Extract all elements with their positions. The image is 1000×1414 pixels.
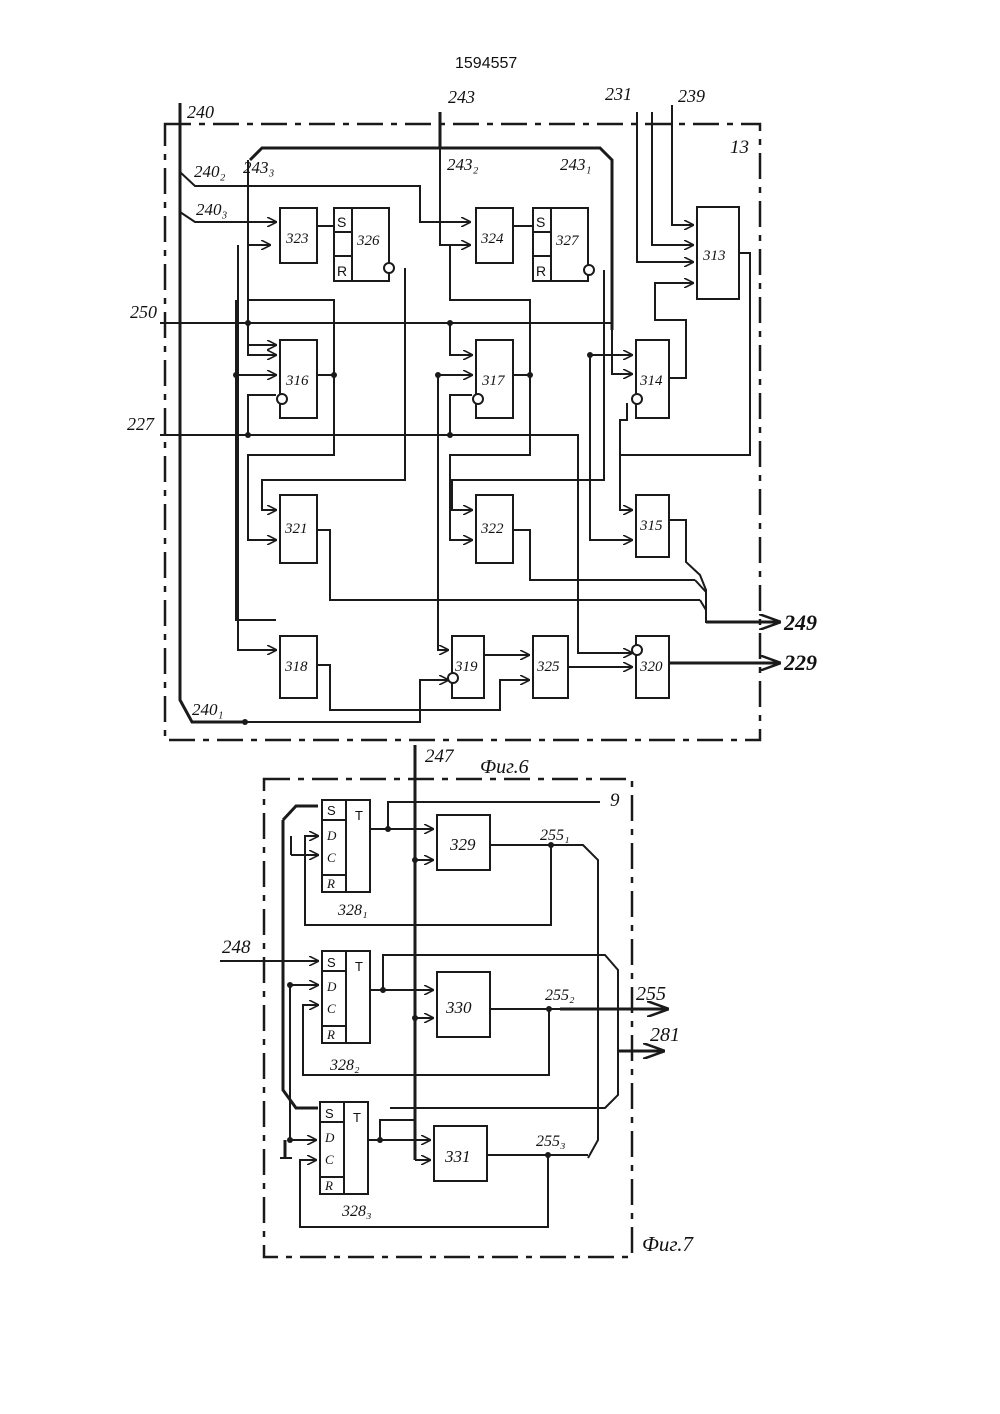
bus-243-3-label: 243₃	[243, 158, 275, 177]
pin-r: R	[326, 1027, 335, 1042]
trigger-328-2-label: 328₂	[329, 1057, 360, 1074]
element-322-label: 322	[480, 521, 504, 537]
element-316-label: 316	[285, 373, 309, 389]
element-314-label: 314	[639, 373, 663, 389]
net-255-1-label: 255₁	[540, 827, 570, 844]
pin-s: S	[327, 803, 336, 818]
bus-240-2-label: 240₂	[194, 162, 226, 181]
element-325-label: 325	[536, 659, 560, 675]
pin-r: R	[324, 1178, 333, 1193]
bus-239-label: 239	[678, 86, 705, 106]
line-227	[160, 435, 632, 653]
element-317-label: 317	[481, 373, 506, 389]
element-321-label: 321	[284, 521, 308, 537]
pin-t: T	[355, 959, 363, 974]
line-250-label: 250	[130, 302, 157, 322]
pin-s: S	[327, 955, 336, 970]
input-248-label: 248	[222, 937, 251, 958]
element-320-label: 320	[639, 659, 663, 675]
trigger-326-s: S	[337, 214, 346, 230]
block-13-label: 13	[730, 137, 749, 158]
pin-s: S	[325, 1106, 334, 1121]
trigger-327-r: R	[536, 263, 546, 279]
pin-t: T	[353, 1110, 361, 1125]
pin-d: D	[326, 979, 337, 994]
pin-t: T	[355, 808, 363, 823]
element-330-label: 330	[445, 998, 472, 1017]
element-318-label: 318	[284, 659, 308, 675]
pin-d: D	[326, 828, 337, 843]
trigger-328-1: S T D C R	[322, 800, 370, 892]
element-329-label: 329	[449, 835, 476, 854]
trigger-328-3: S T D C R	[320, 1102, 368, 1194]
element-324-label: 324	[480, 231, 504, 247]
bus-231-a	[637, 112, 693, 262]
bus-240-3	[180, 212, 276, 222]
trigger-327-s: S	[536, 214, 545, 230]
net-255-3-label: 255₃	[536, 1133, 566, 1150]
trigger-328-3-label: 328₃	[341, 1203, 372, 1220]
trigger-327-label: 327	[555, 233, 580, 249]
block-9-label: 9	[610, 790, 620, 811]
pin-c: C	[327, 850, 336, 865]
figure-6-caption: Фиг.6	[480, 756, 529, 778]
element-319-label: 319	[454, 659, 478, 675]
trigger-326-r: R	[337, 263, 347, 279]
pin-c: C	[327, 1001, 336, 1016]
patent-number: 1594557	[455, 55, 517, 72]
trigger-328-2: S T D C R	[322, 951, 370, 1043]
bus-240-label: 240	[187, 102, 214, 122]
bus-240-3-label: 240₃	[196, 200, 228, 219]
trigger-328-1-label: 328₁	[337, 902, 368, 919]
bus-243-1-label: 243₁	[560, 155, 591, 174]
pin-r: R	[326, 876, 335, 891]
bus-240-1-label: 240₁	[192, 700, 223, 719]
line-227-label: 227	[127, 414, 155, 434]
element-313-label: 313	[702, 248, 726, 264]
element-323-label: 323	[285, 231, 309, 247]
output-229-label: 229	[783, 650, 817, 675]
figure-7: 9 247 248 S T D C R 328₁ S	[220, 745, 695, 1257]
figure-6: 13 240 240₂ 240₃ 240₁ 243 243₃ 243₂ 243₁…	[127, 84, 817, 778]
out-249-wire	[669, 520, 760, 622]
output-255-label: 255	[636, 983, 666, 1005]
element-315-label: 315	[639, 518, 663, 534]
figure-7-caption: Фиг.7	[642, 1232, 695, 1256]
bus-231-label: 231	[605, 84, 632, 104]
element-331-label: 331	[444, 1147, 471, 1166]
pin-d: D	[324, 1130, 335, 1145]
trigger-326-label: 326	[356, 233, 380, 249]
pin-c: C	[325, 1152, 334, 1167]
net-255-2-label: 255₂	[545, 987, 575, 1004]
output-249-label: 249	[783, 610, 817, 635]
bus-loop-top	[283, 806, 318, 820]
bus-243-2-label: 243₂	[447, 155, 479, 174]
input-247-label: 247	[425, 746, 455, 767]
bus-243-label: 243	[448, 87, 475, 107]
output-281-label: 281	[650, 1024, 680, 1046]
line-250	[160, 323, 632, 374]
